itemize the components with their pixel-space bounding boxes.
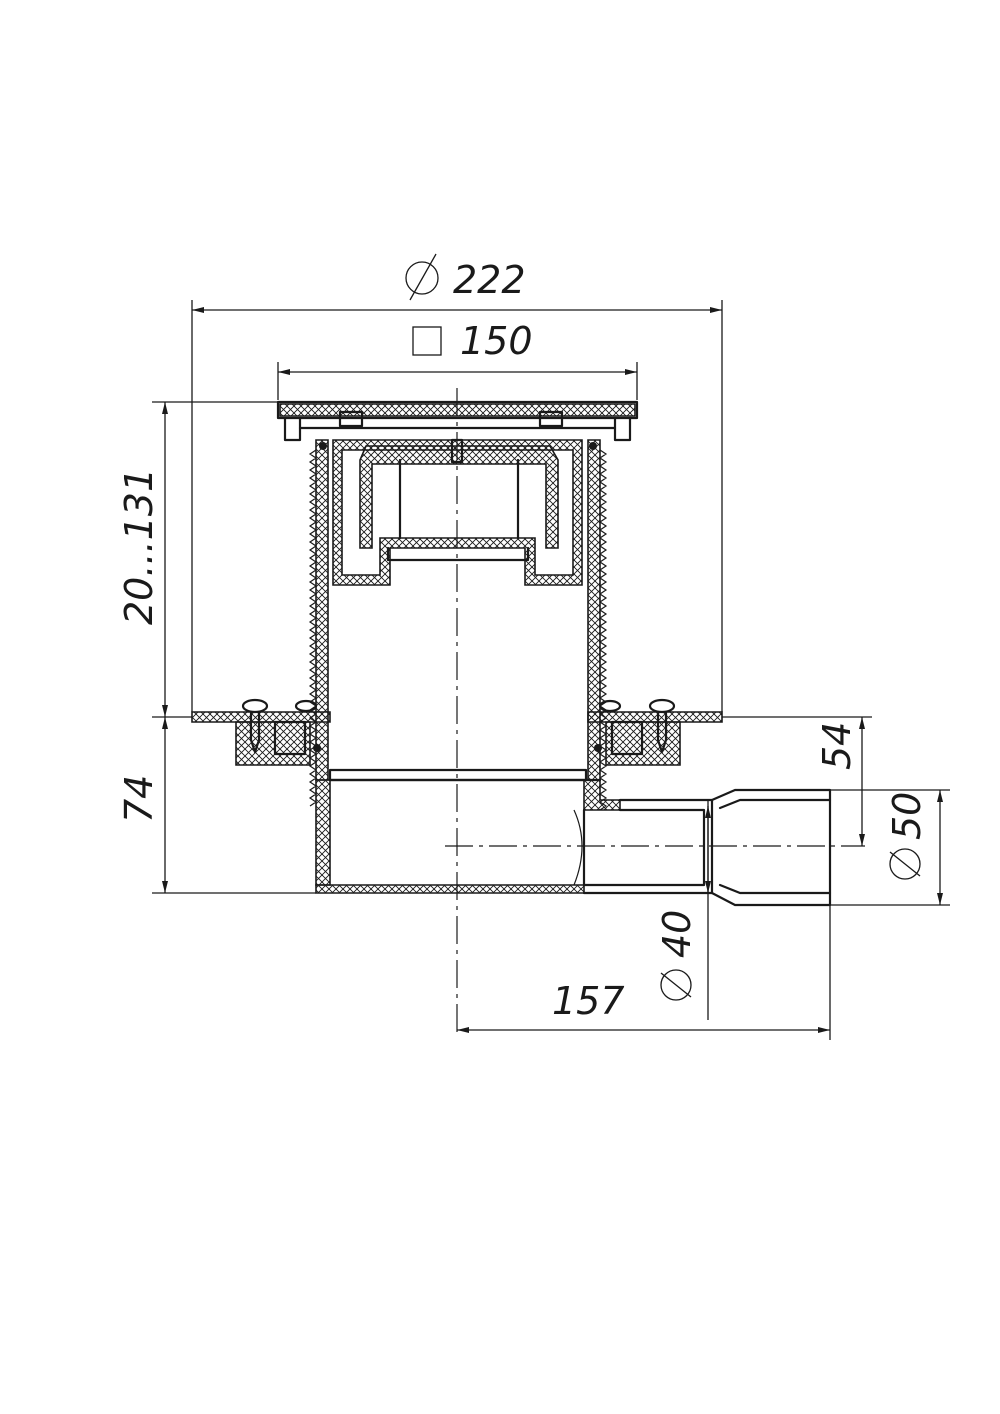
odour-trap [332,438,583,586]
lower-body-outlet [315,768,832,907]
outlet-axis-height-value: 54 [815,722,859,770]
dimension-outlet-axis-height: 54 [722,716,872,846]
outer-diameter-value: 222 [453,258,526,302]
outlet-length-value: 157 [552,979,625,1023]
dimension-outlet-inner-diameter: 40 [655,800,711,1020]
dimension-grate-square: 150 [277,319,638,400]
diameter-symbol [889,848,921,880]
dimension-height-range: 20...131 [117,401,278,718]
screw-left [241,698,269,754]
dimension-outlet-outer-diameter: 50 [830,789,950,906]
dimension-body-height: 74 [117,717,316,894]
diameter-symbol [660,969,692,1001]
dimension-outlet-length: 157 [457,905,831,1040]
height-range-value: 20...131 [117,468,161,625]
body-height-value: 74 [117,775,161,823]
dimension-outer-diameter: 222 [191,253,723,712]
outlet-outer-diameter-value: 50 [885,792,929,840]
grate-square-value: 150 [460,319,533,363]
flange [191,698,723,766]
diameter-symbol [405,253,439,301]
extension-sleeve [308,439,608,811]
outlet-inner-diameter-value: 40 [655,910,699,958]
screw-right [648,698,676,754]
drain-body [191,388,865,1035]
square-symbol [412,326,442,356]
